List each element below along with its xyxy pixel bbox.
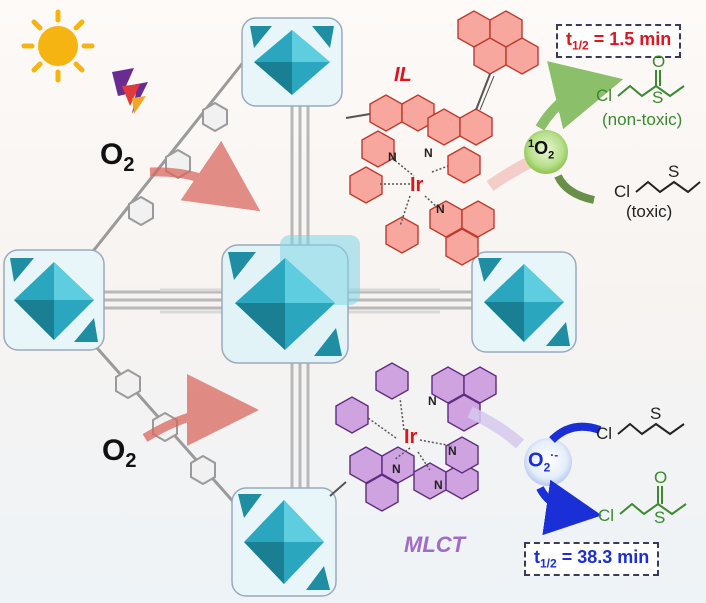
oxidation-arrow-from-toxic <box>558 176 594 200</box>
product-s-atom-mlct: S <box>654 508 665 528</box>
product-o-atom-top: O <box>652 52 665 72</box>
sulfoxide-product-top <box>618 70 684 96</box>
reactant-s-atom-top: S <box>668 162 679 182</box>
superoxide-arrow-out <box>540 488 578 512</box>
lightning-icon <box>112 68 148 114</box>
il-n-atom-2: N <box>424 146 433 160</box>
sulfide-toxic-top <box>636 182 700 192</box>
reactant-s-atom-mlct: S <box>650 404 661 424</box>
mlct-n-atom-3: N <box>392 462 401 476</box>
sun-icon <box>24 12 92 80</box>
il-complex <box>346 11 538 265</box>
reactant-cl-atom-mlct: Cl <box>596 424 612 444</box>
o2-label-bottom: O2 <box>102 434 136 473</box>
sulfoxide-mlct <box>620 486 686 514</box>
il-energy-transfer-arrow <box>490 162 530 186</box>
o2-arrow-top <box>150 172 238 196</box>
product-cl-atom-mlct: Cl <box>598 506 614 526</box>
il-title: IL <box>394 64 412 87</box>
non-toxic-label: (non-toxic) <box>602 110 682 130</box>
mlct-metal-center: Ir <box>404 426 417 449</box>
product-cl-atom-top: Cl <box>596 86 612 106</box>
il-n-atom-3: N <box>436 202 445 216</box>
mlct-title: MLCT <box>404 532 465 558</box>
il-metal-center: Ir <box>410 174 423 197</box>
mlct-n-atom-1: N <box>428 394 437 408</box>
superoxide-arrow-in <box>552 427 600 440</box>
singlet-oxygen-label: 1O2 <box>528 138 554 162</box>
product-s-atom-top: S <box>652 88 663 108</box>
cluster-left <box>4 250 104 350</box>
superoxide-label: O2·- <box>528 448 558 475</box>
mlct-half-life-box: t1/2 = 38.3 min <box>524 542 659 576</box>
reactant-cl-atom-top: Cl <box>614 182 630 202</box>
oxidation-arrow-up <box>540 86 594 128</box>
mlct-electron-transfer-arrow <box>470 412 520 444</box>
cluster-top <box>242 18 342 106</box>
product-o-atom-mlct: O <box>654 468 667 488</box>
toxic-label: (toxic) <box>626 202 672 222</box>
cluster-right <box>472 252 576 352</box>
mlct-n-atom-4: N <box>434 478 443 492</box>
mlct-n-atom-2: N <box>448 444 457 458</box>
il-n-atom-1: N <box>388 150 397 164</box>
cluster-bottom <box>232 488 336 596</box>
sulfide-mlct <box>618 424 684 434</box>
o2-label-top: O2 <box>100 138 134 177</box>
cluster-center <box>222 235 360 363</box>
